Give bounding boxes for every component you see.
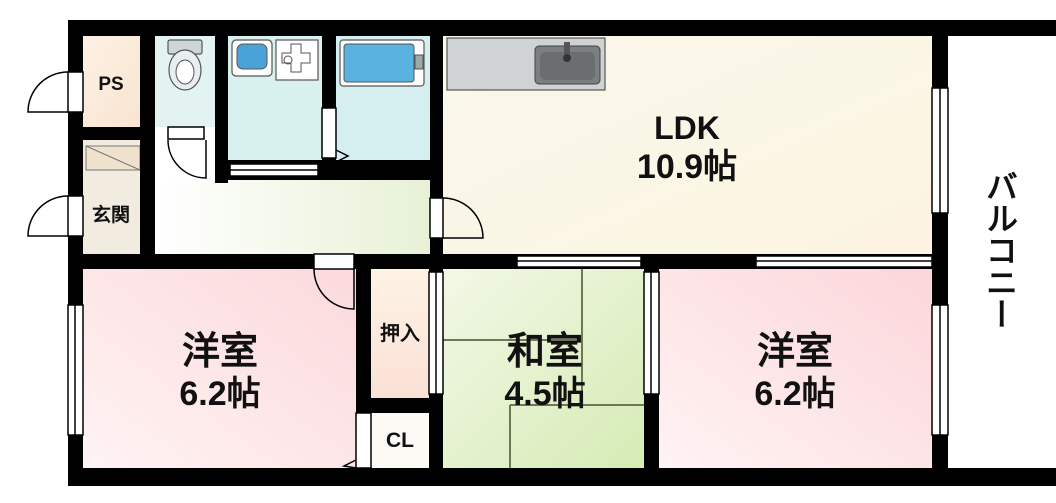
ldk-size: 10.9帖 <box>637 148 737 186</box>
swing-doors <box>27 71 484 469</box>
western-room-2-size: 6.2帖 <box>754 375 835 413</box>
ps-floor <box>83 36 140 127</box>
windows <box>67 71 949 436</box>
western-room-1-name: 洋室 <box>182 330 258 373</box>
kitchen-sink-icon <box>446 37 606 91</box>
cl-label: CL <box>386 429 414 452</box>
washbasin-icon <box>231 39 273 77</box>
japanese-room-name: 和室 <box>507 330 583 373</box>
japanese-room-floor <box>443 269 644 468</box>
japanese-room-size: 4.5帖 <box>504 375 585 413</box>
ps-label: PS <box>98 74 123 95</box>
western-room-2-name: 洋室 <box>757 330 833 373</box>
ldk-name: LDK <box>654 110 720 146</box>
western-room-2-floor <box>659 269 932 468</box>
western-room-1-size: 6.2帖 <box>179 375 260 413</box>
bathtub-icon <box>339 39 425 87</box>
washing-machine-icon <box>275 39 319 81</box>
sliding-doors <box>229 107 933 395</box>
tatami-lines <box>443 269 644 468</box>
oshiire-floor <box>371 269 429 398</box>
shoe-cabinet <box>85 145 141 171</box>
western-room-1-floor <box>83 269 356 468</box>
balcony-label: バルコニー <box>982 170 1018 330</box>
oshiire-label: 押入 <box>380 321 420 345</box>
cl-floor <box>371 413 429 468</box>
toilet-icon <box>167 39 203 91</box>
entrance-label: 玄関 <box>92 203 130 226</box>
hall-floor <box>155 180 430 254</box>
